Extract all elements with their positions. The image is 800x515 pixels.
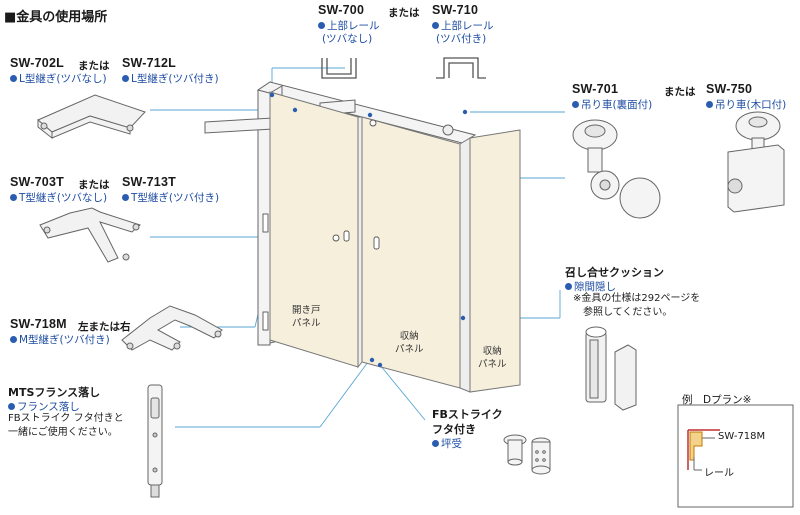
desc-sw700: 上部レール <box>318 18 380 33</box>
l-joint-illustration <box>37 94 146 140</box>
code-sw710: SW-710 <box>432 3 479 17</box>
mts-note2: 一緒にご使用ください。 <box>8 427 118 438</box>
bullet-icon <box>706 101 713 108</box>
mts-note1: FBストライク フタ付きと <box>8 413 124 424</box>
fb-title1: FBストライク <box>432 408 503 421</box>
d-plan-sw718m: SW-718M <box>718 431 766 442</box>
bullet-icon <box>432 22 439 29</box>
code-sw712l: SW-712L <box>122 56 176 70</box>
panel-hardware <box>262 119 380 331</box>
cushion-note2: 参照してください。 <box>583 307 673 318</box>
section-title: ■金具の使用場所 <box>4 10 108 25</box>
d-plan-title: 例 Dプラン※ <box>682 394 752 406</box>
mts-title: MTSフランス落し <box>8 386 101 399</box>
desc-sw710: 上部レール <box>432 18 494 33</box>
code-sw701: SW-701 <box>572 82 619 96</box>
code-sw713t: SW-713T <box>122 175 176 189</box>
desc-sw701: 吊り車(裏面付) <box>572 97 652 112</box>
callout-dots <box>269 92 468 368</box>
conj-sw701-sw750: または <box>664 86 696 98</box>
bullet-icon <box>572 101 579 108</box>
bullet-icon <box>10 336 17 343</box>
panels <box>269 91 521 393</box>
cushion-desc: 隙間隠し <box>565 279 616 294</box>
hanging-wheel-sw701 <box>572 119 661 219</box>
bullet-icon <box>565 283 572 290</box>
code-sw750: SW-750 <box>706 82 753 96</box>
bullet-icon <box>122 194 129 201</box>
d-plan-rail: レール <box>704 468 734 479</box>
desc2-sw710: (ツバ付き) <box>436 33 487 45</box>
conj-sw703t-sw713t: または <box>78 179 110 191</box>
door-panel-label: 開き戸 パネル <box>292 305 321 329</box>
storage-panel-1-label: 収納 パネル <box>395 331 424 355</box>
bullet-icon <box>432 440 439 447</box>
d-plan-box <box>677 404 794 508</box>
storage-panel-2-label: 収納 パネル <box>478 346 507 370</box>
bullet-icon <box>318 22 325 29</box>
conj-sw702l-sw712l: または <box>78 60 110 72</box>
bullet-icon <box>10 75 17 82</box>
cushion-illustration <box>585 326 637 411</box>
suffix-sw718m: 左または右 <box>78 321 131 333</box>
fb-title2: フタ付き <box>432 423 476 436</box>
desc-sw750: 吊り車(木口付) <box>706 97 786 112</box>
code-sw718m: SW-718M <box>10 317 67 331</box>
code-sw703t: SW-703T <box>10 175 64 189</box>
desc-sw718m: M型継ぎ(ツバ付き) <box>10 332 110 347</box>
conj-sw700-sw710: または <box>388 7 420 19</box>
code-sw700: SW-700 <box>318 3 365 17</box>
desc-sw703t: T型継ぎ(ツバなし) <box>10 190 107 205</box>
t-joint-illustration <box>39 207 141 263</box>
flush-bolt-illustration <box>147 384 163 498</box>
desc2-sw700: (ツバなし) <box>322 33 373 45</box>
m-joint-illustration <box>121 305 223 351</box>
cushion-title: 召し合せクッション <box>565 266 664 279</box>
hanging-wheel-sw750 <box>727 111 785 213</box>
cushion-note1: ※金具の仕様は292ページを <box>573 293 701 304</box>
bullet-icon <box>10 194 17 201</box>
desc-sw712l: L型継ぎ(ツバ付き) <box>122 71 219 86</box>
bullet-icon <box>8 403 15 410</box>
bullet-icon <box>122 75 129 82</box>
code-sw702l: SW-702L <box>10 56 64 70</box>
mts-desc: フランス落し <box>8 399 80 414</box>
rail-profile-sw700 <box>321 58 357 79</box>
fb-desc: 坪受 <box>432 436 462 451</box>
fb-strike-illustration <box>503 434 551 475</box>
desc-sw713t: T型継ぎ(ツバ付き) <box>122 190 219 205</box>
desc-sw702l: L型継ぎ(ツバなし) <box>10 71 107 86</box>
rail-profile-sw710 <box>436 57 486 79</box>
